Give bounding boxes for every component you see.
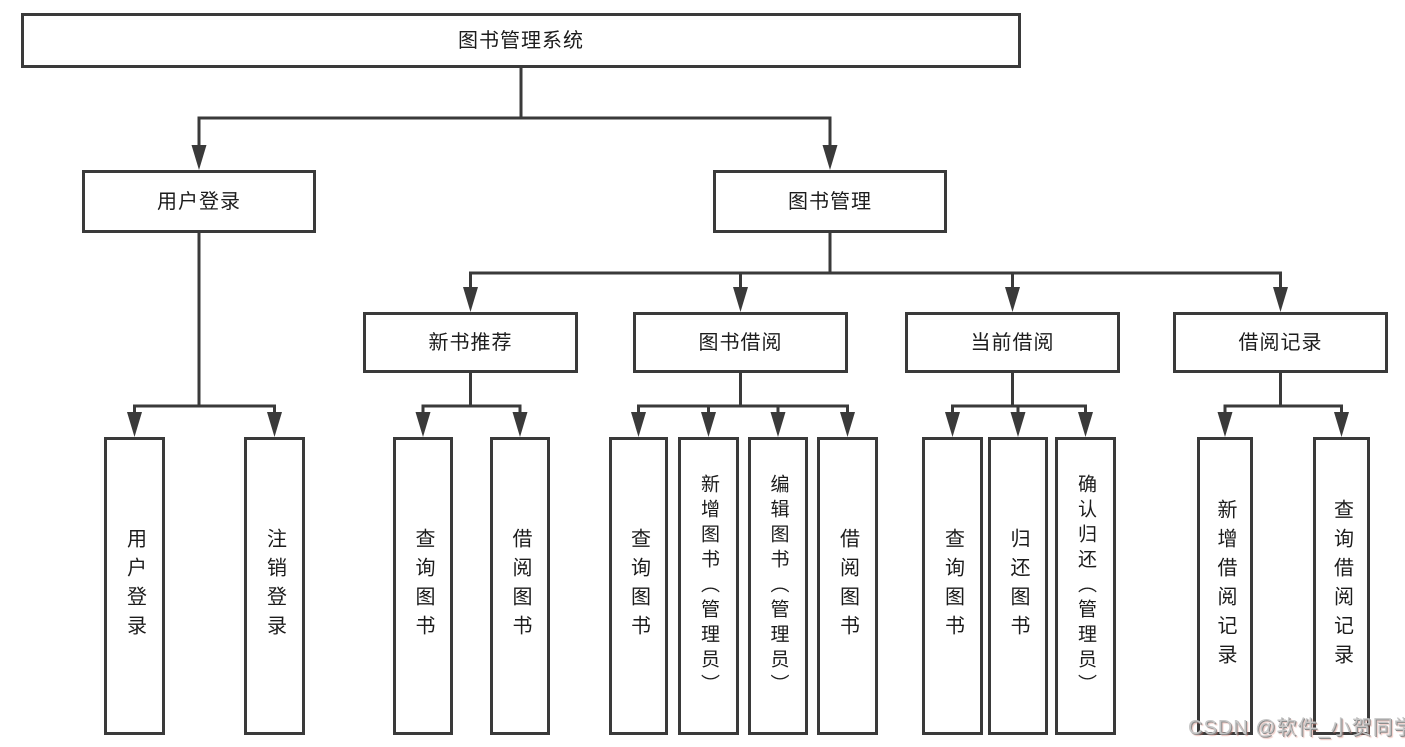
node-current-borrow: 当前借阅 [905, 312, 1120, 373]
node-borrow-records-label: 借阅记录 [1238, 331, 1323, 354]
connector-root-to-branches [197, 64, 832, 154]
watermark-text: CSDN @软件_小贺同学 [1188, 717, 1405, 739]
leaf-records-add-record: 新增借阅记录 [1197, 437, 1253, 735]
leaf-borrow-borrow-book: 借阅图书 [817, 437, 878, 735]
connector-management-to-modules [469, 230, 1282, 296]
connector-borrow-to-leaves [637, 370, 849, 421]
connector-current-to-leaves [951, 370, 1087, 421]
leaf-current-query-book-label: 查询图书 [941, 528, 964, 644]
node-book-management: 图书管理 [713, 170, 947, 233]
leaf-logout: 注销登录 [244, 437, 305, 735]
leaf-borrow-add-book-admin: 新增图书（管理员） [678, 437, 739, 735]
leaf-recommend-query-book-label: 查询图书 [412, 528, 434, 644]
node-user-login: 用户登录 [82, 170, 316, 233]
leaf-user-login-label: 用户登录 [123, 528, 146, 644]
node-root-label: 图书管理系统 [458, 29, 584, 52]
node-root-system: 图书管理系统 [21, 13, 1021, 68]
leaf-user-login: 用户登录 [104, 437, 165, 735]
leaf-current-confirm-return-admin-label: 确认归还（管理员） [1075, 473, 1096, 699]
leaf-logout-label: 注销登录 [263, 528, 286, 644]
connector-login-to-leaves [133, 230, 276, 421]
leaf-current-confirm-return-admin: 确认归还（管理员） [1055, 437, 1116, 735]
leaf-borrow-borrow-book-label: 借阅图书 [836, 528, 859, 644]
connector-recommend-to-leaves [421, 370, 522, 421]
node-book-borrow-label: 图书借阅 [698, 331, 783, 354]
leaf-current-query-book: 查询图书 [922, 437, 983, 735]
node-borrow-records: 借阅记录 [1173, 312, 1388, 373]
node-current-borrow-label: 当前借阅 [970, 331, 1055, 354]
node-book-borrow: 图书借阅 [633, 312, 848, 373]
leaf-current-return-book-label: 归还图书 [1007, 528, 1029, 644]
leaf-borrow-add-book-admin-label: 新增图书（管理员） [698, 473, 719, 699]
leaf-records-query-record: 查询借阅记录 [1313, 437, 1370, 735]
leaf-recommend-query-book: 查询图书 [393, 437, 453, 735]
leaf-records-query-record-label: 查询借阅记录 [1330, 499, 1353, 673]
node-user-login-label: 用户登录 [157, 190, 241, 213]
node-new-book-recommend: 新书推荐 [363, 312, 578, 373]
leaf-borrow-edit-book-admin: 编辑图书（管理员） [748, 437, 808, 735]
node-book-management-label: 图书管理 [788, 190, 872, 213]
node-new-book-recommend-label: 新书推荐 [428, 331, 513, 354]
connector-records-to-leaves [1223, 370, 1343, 421]
leaf-borrow-edit-book-admin-label: 编辑图书（管理员） [767, 473, 789, 699]
leaf-recommend-borrow-book: 借阅图书 [490, 437, 550, 735]
leaf-recommend-borrow-book-label: 借阅图书 [509, 528, 531, 644]
leaf-borrow-query-book-label: 查询图书 [627, 528, 650, 644]
leaf-borrow-query-book: 查询图书 [609, 437, 668, 735]
leaf-records-add-record-label: 新增借阅记录 [1214, 499, 1236, 673]
leaf-current-return-book: 归还图书 [988, 437, 1048, 735]
